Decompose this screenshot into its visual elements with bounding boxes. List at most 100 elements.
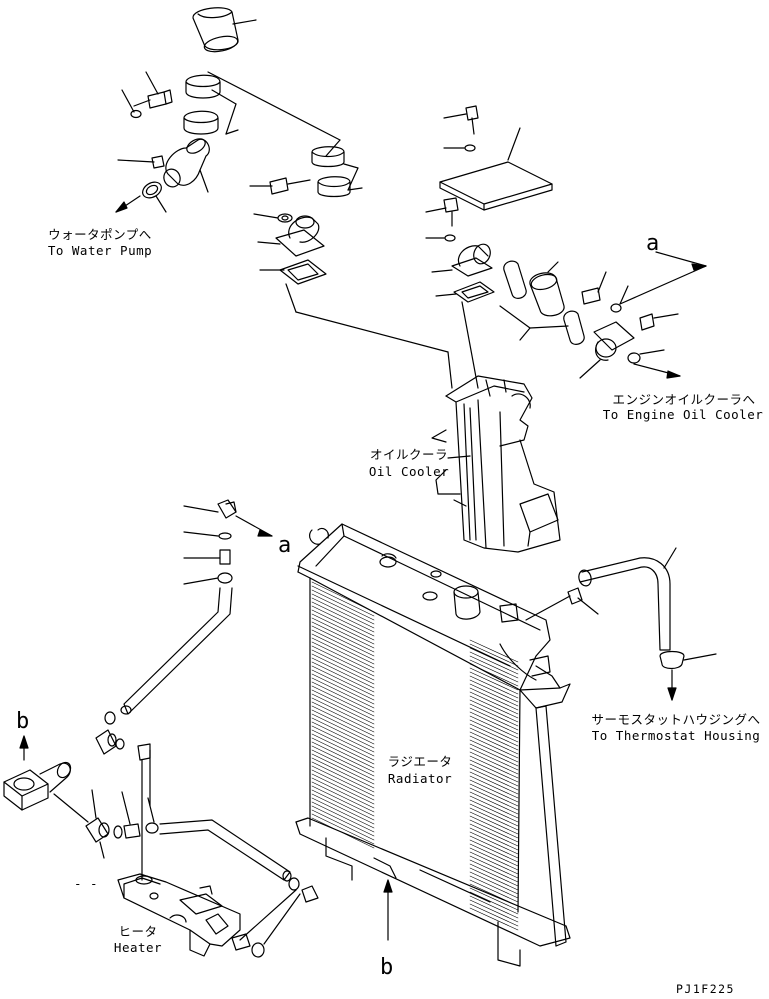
fin-line <box>470 768 518 790</box>
fin-line <box>470 904 518 926</box>
fin-line <box>312 770 374 800</box>
fin-line <box>312 774 374 804</box>
fin-line <box>312 622 374 652</box>
fin-line <box>470 652 518 674</box>
fin-line <box>312 654 374 684</box>
oil-cooler <box>432 376 560 552</box>
fin-line <box>470 704 518 726</box>
water-pump-label-en: To Water Pump <box>47 243 153 258</box>
fin-line <box>312 582 374 612</box>
fin-line <box>470 796 518 818</box>
heater-hose-group <box>4 500 318 902</box>
fin-line <box>470 660 518 682</box>
fin-line <box>470 800 518 822</box>
fin-line <box>312 686 374 716</box>
radiator-label-jp: ラジエータ <box>387 754 453 769</box>
fin-line <box>312 690 374 720</box>
fin-line <box>470 648 518 670</box>
fin-line <box>470 692 518 714</box>
fin-line <box>312 602 374 632</box>
fin-line <box>312 666 374 696</box>
fin-line <box>312 714 374 744</box>
fin-line <box>470 820 518 842</box>
fin-line <box>312 618 374 648</box>
fin-line <box>312 762 374 792</box>
fin-line <box>470 888 518 910</box>
fin-line <box>470 792 518 814</box>
fin-line <box>312 794 374 824</box>
fin-line <box>470 872 518 894</box>
upper-outlet-group <box>250 147 452 388</box>
fin-line <box>312 810 374 840</box>
fin-line <box>470 688 518 710</box>
fin-line <box>470 848 518 870</box>
fin-line <box>470 896 518 918</box>
fin-line <box>470 752 518 774</box>
fin-line <box>470 696 518 718</box>
fin-line <box>470 832 518 854</box>
upper-right-group <box>426 106 706 388</box>
fin-line <box>312 670 374 700</box>
fin-line <box>312 778 374 808</box>
fin-line <box>470 876 518 898</box>
fin-line <box>312 818 374 848</box>
fin-line <box>312 678 374 708</box>
fin-line <box>470 900 518 922</box>
fin-line <box>470 780 518 802</box>
fin-line <box>312 658 374 688</box>
heater-label-jp: ヒータ <box>118 924 158 939</box>
fin-line <box>312 758 374 788</box>
fin-line <box>312 746 374 776</box>
fin-line <box>312 738 374 768</box>
fin-line <box>470 720 518 742</box>
fin-line <box>470 852 518 874</box>
fin-line <box>312 798 374 828</box>
fin-line <box>312 598 374 628</box>
fin-line <box>470 728 518 750</box>
fin-line <box>470 908 518 930</box>
fin-line <box>470 672 518 694</box>
fin-line <box>470 732 518 754</box>
fin-line <box>312 734 374 764</box>
fin-line <box>312 606 374 636</box>
fin-line <box>470 892 518 914</box>
fin-line <box>470 788 518 810</box>
upper-hose-group <box>116 8 340 212</box>
fin-line <box>470 784 518 806</box>
fin-line <box>312 650 374 680</box>
fin-line <box>312 630 374 660</box>
fin-line <box>312 806 374 836</box>
fin-line <box>470 708 518 730</box>
fin-line <box>312 674 374 704</box>
fin-line <box>470 724 518 746</box>
fin-line <box>470 868 518 890</box>
fin-line <box>470 828 518 850</box>
fin-line <box>470 844 518 866</box>
fin-line <box>312 730 374 760</box>
fin-line <box>470 680 518 702</box>
fin-line <box>470 880 518 902</box>
fin-line <box>470 656 518 678</box>
fin-line <box>312 694 374 724</box>
fin-line <box>470 804 518 826</box>
fin-line <box>470 668 518 690</box>
fin-line <box>470 700 518 722</box>
fin-line <box>312 634 374 664</box>
fin-line <box>312 638 374 668</box>
fin-line <box>470 816 518 838</box>
fin-line <box>312 814 374 844</box>
engine-oil-cooler-label-jp: エンジンオイルクーラへ <box>612 392 756 407</box>
heater-label-en: Heater <box>113 940 163 955</box>
fin-line <box>312 702 374 732</box>
fin-line <box>470 640 518 662</box>
fin-line <box>312 742 374 772</box>
fin-line <box>312 802 374 832</box>
fin-line <box>312 626 374 656</box>
fin-line <box>470 772 518 794</box>
fin-line <box>470 716 518 738</box>
fin-line <box>312 750 374 780</box>
fin-line <box>312 786 374 816</box>
fin-line <box>312 726 374 756</box>
oil-cooler-label-en: Oil Cooler <box>368 464 450 479</box>
